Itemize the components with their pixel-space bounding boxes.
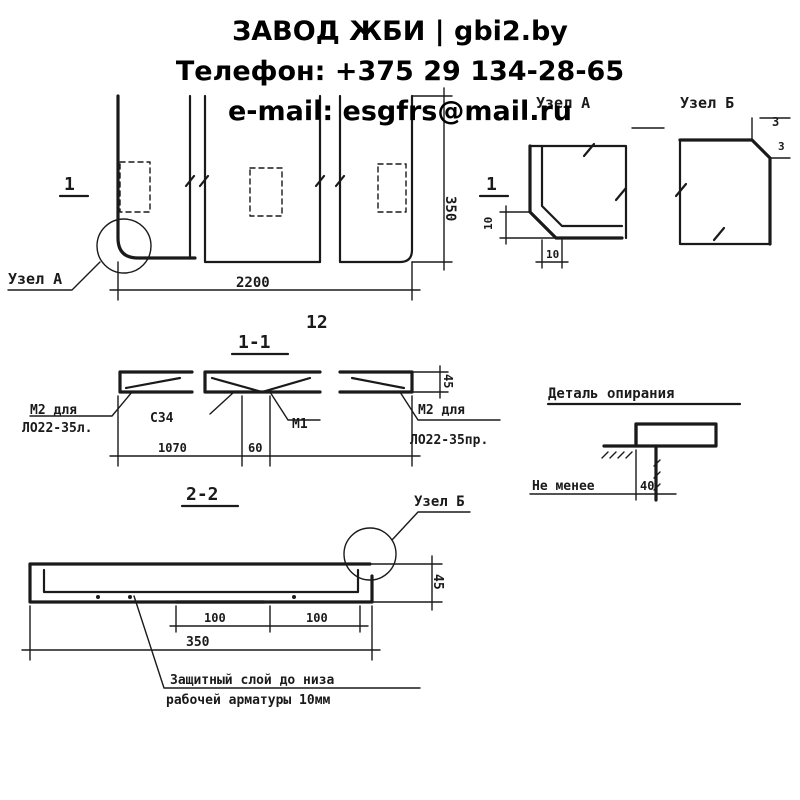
node-b-title: Узел Б	[680, 94, 734, 112]
node-a-leader	[7, 261, 101, 291]
node-a-inner-corner	[540, 144, 624, 228]
section-1-1-m2-left: М2 для	[30, 403, 77, 418]
support-note: Не менее	[532, 479, 595, 494]
section-2-2-title: 2-2	[186, 484, 219, 505]
section-1-1-right	[338, 370, 414, 394]
plan-view	[7, 87, 510, 301]
section-2-2-dim-350	[21, 605, 381, 661]
node-b-detail	[674, 117, 791, 246]
support-detail-view	[529, 422, 718, 502]
section-1-1-dim-1070: 1070	[158, 441, 187, 455]
section-1-1-view	[29, 365, 501, 467]
node-b-dim-side: 3	[778, 140, 785, 153]
node-a-outer-corner	[528, 144, 624, 240]
section-1-1-dims	[109, 395, 421, 467]
section-2-2-rebar	[42, 568, 360, 594]
section-2-2-dim-45	[371, 555, 443, 611]
rebar-dot-1	[96, 595, 100, 599]
section-2-2-node-b-label: Узел Б	[414, 494, 465, 510]
node-a-dim-h	[535, 239, 569, 269]
node-b-outline	[678, 138, 772, 246]
node-a-title: Узел А	[536, 94, 590, 112]
plan-right-embed	[377, 163, 407, 213]
plan-left-edge	[116, 94, 197, 260]
section-2-2-dims-100	[169, 605, 369, 633]
section-2-2-cover-leader	[133, 595, 421, 689]
section-1-1-title: 1-1	[238, 332, 271, 353]
section-1-1-dim-60: 60	[248, 441, 262, 455]
section-mark-left: 1	[64, 174, 75, 195]
plan-break-marks	[184, 174, 346, 188]
section-mark-right: 1	[486, 174, 497, 195]
mark-12: 12	[306, 312, 328, 333]
section-1-1-m2-left-sub: ЛО22-35л.	[22, 421, 92, 436]
section-2-2-note-1: Защитный слой до низа	[170, 673, 335, 688]
section-1-1-m2-right-sub: ЛО22-35пр.	[410, 433, 488, 448]
node-a-callout-circle	[96, 218, 152, 274]
support-detail-title: Деталь опирания	[548, 386, 674, 402]
section-1-1-dim-45	[411, 365, 449, 399]
header-email: e-mail: esgfrs@mail.ru	[228, 96, 572, 127]
section-2-2-view	[21, 511, 471, 689]
section-2-2-height: 45	[430, 574, 445, 590]
header-company: ЗАВОД ЖБИ | gbi2.by	[232, 16, 568, 47]
node-b-break-marks	[674, 182, 726, 242]
plan-left-embed	[119, 161, 151, 213]
section-2-2-outline	[28, 562, 374, 604]
section-1-1-left	[118, 370, 194, 394]
plan-right-edge	[338, 94, 414, 264]
section-2-2-width: 350	[186, 635, 210, 650]
section-1-1-right-bar	[350, 376, 406, 390]
header-phone: Телефон: +375 29 134-28-65	[176, 56, 624, 87]
support-wall	[602, 422, 658, 502]
node-b-corner	[678, 138, 772, 246]
node-a-dim-v	[499, 205, 557, 245]
node-b-dims	[751, 117, 791, 159]
node-a-dim-v-value: 10	[482, 217, 495, 230]
node-a-dim-h-value: 10	[546, 248, 559, 261]
dim-350-line	[411, 87, 453, 271]
dim-2200-line	[109, 261, 421, 301]
rebar-dot-3	[292, 595, 296, 599]
section-1-1-height: 45	[441, 374, 455, 388]
node-a-detail	[499, 142, 628, 269]
support-slab	[634, 422, 718, 448]
dim-length: 2200	[236, 275, 270, 291]
support-dim: 40	[640, 479, 654, 493]
node-a-label: Узел А	[8, 270, 62, 288]
node-b-dim-3: 3	[772, 115, 779, 129]
section-2-2-note-2: рабочей арматуры 10мм	[166, 693, 331, 708]
section-1-1-m1: М1	[292, 417, 308, 432]
dim-height: 350	[442, 196, 458, 221]
support-hatch	[601, 451, 661, 491]
section-1-1-left-bar	[124, 376, 182, 390]
section-1-1-center-bar	[210, 376, 312, 394]
support-dim-40	[529, 449, 677, 501]
section-1-1-m2-right: М2 для	[418, 403, 465, 418]
node-b-callout-circle	[343, 527, 397, 581]
section-1-1-c34: С34	[150, 411, 174, 426]
section-2-2-dim-100-right: 100	[306, 611, 328, 625]
node-b-leader	[391, 511, 471, 541]
node-a-outline	[528, 144, 628, 240]
section-2-2-dim-100-left: 100	[204, 611, 226, 625]
section-1-1-leaders	[29, 391, 501, 421]
plan-center-embed	[249, 167, 283, 217]
node-a-break-marks	[582, 142, 628, 202]
rebar-dot-2	[128, 595, 132, 599]
